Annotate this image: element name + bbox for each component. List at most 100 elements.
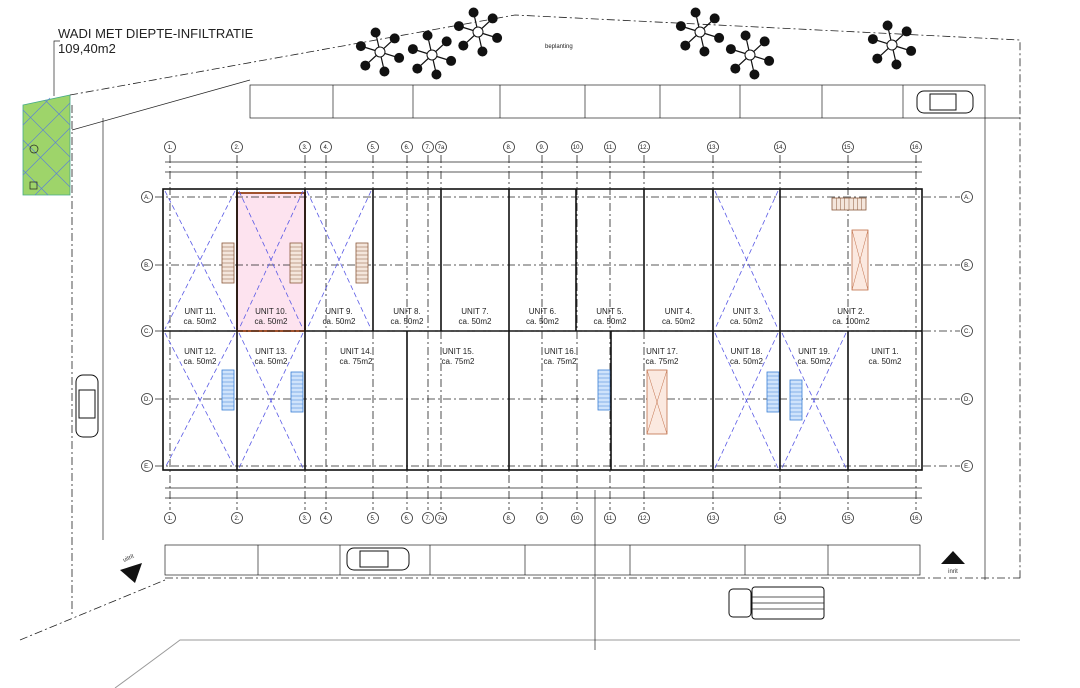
unit-area: ca. 50m2 [730,357,763,366]
unit[interactable]: UNIT 13.ca. 50m2 [236,331,304,470]
grid-column-label: 4. [323,145,328,151]
grid-column-label: 12. [640,516,649,522]
lift-icon [646,369,668,435]
grid-column-label: 7. [425,516,430,522]
grid-column-bubble [910,512,922,524]
stair-icon [789,379,803,421]
unit-name: UNIT 14. [340,347,372,356]
grid-column-bubble [604,141,616,153]
grid-column-label: 8. [506,145,511,151]
tree-icon [407,30,457,80]
unit-name: UNIT 15. [442,347,474,356]
grid-column-label: 6. [404,516,409,522]
unit-name: UNIT 5. [596,307,623,316]
unit-area: ca. 50m2 [391,317,424,326]
unit-name: UNIT 6. [529,307,556,316]
unit[interactable]: UNIT 16.ca. 75m2 [508,331,577,470]
unit[interactable]: UNIT 11.ca. 50m2 [164,190,236,330]
entrance-label: inrit [948,569,958,575]
grid-row-label: D. [964,397,970,403]
grid-column-bubble [435,141,447,153]
grid-column-bubble [422,512,434,524]
grid-column-bubble [571,141,583,153]
unit-area: ca. 75m2 [442,357,475,366]
truck-icon [728,586,825,620]
unit-name: UNIT 13. [255,347,287,356]
unit-area: ca. 75m2 [340,357,373,366]
grid-column-label: 16. [912,145,921,151]
unit-area: ca. 50m2 [594,317,627,326]
grid-column-label: 16. [912,516,921,522]
wadi-leader-line [53,40,60,96]
unit[interactable]: UNIT 4.ca. 50m2 [643,189,696,331]
grid-column-label: 8. [506,516,511,522]
unit-name: UNIT 18. [731,347,763,356]
unit[interactable]: UNIT 1.ca. 50m2 [847,331,902,470]
grid-column-bubble [536,141,548,153]
stair-icon [597,369,611,411]
grid-column-bubble [571,512,583,524]
grid-column-label: 1. [167,516,172,522]
unit[interactable]: UNIT 7.ca. 50m2 [440,189,492,331]
grid-column-bubble [367,141,379,153]
grid-column-bubble [910,141,922,153]
grid-column-label: 15. [844,145,853,151]
grid-row-label: A. [964,195,970,201]
unit-area: ca. 50m2 [255,357,288,366]
grid-column-bubble [231,512,243,524]
unit[interactable]: UNIT 6.ca. 50m2 [508,189,560,331]
unit-area: ca. 50m2 [459,317,492,326]
unit[interactable]: UNIT 2.ca. 100m2 [779,189,870,331]
exit-label: uitrit [122,553,135,563]
grid-column-label: 1. [167,145,172,151]
grid-column-label: 11. [606,516,614,522]
grid-column-bubble [503,512,515,524]
grid-column-bubble [401,512,413,524]
unit[interactable]: UNIT 18.ca. 50m2 [712,331,779,470]
unit-area: ca. 75m2 [646,357,679,366]
unit[interactable]: UNIT 3.ca. 50m2 [712,189,779,331]
unit[interactable]: UNIT 12.ca. 50m2 [164,332,236,469]
road-edge [114,639,1020,688]
car-icon [916,90,974,114]
grid-column-bubble [842,512,854,524]
grid-column-label: 3. [302,516,307,522]
unit-name: UNIT 17. [646,347,678,356]
grid-column-bubble [422,141,434,153]
grid-column-label: 6. [404,145,409,151]
grid-column-bubble [435,512,447,524]
grid-column-label: 9. [539,516,544,522]
grid-column-label: 12. [640,145,649,151]
unit[interactable]: UNIT 17.ca. 75m2 [610,331,679,470]
unit-name: UNIT 12. [184,347,216,356]
well-icon [29,144,39,154]
grid-column-bubble [536,512,548,524]
unit[interactable]: UNIT 15.ca. 75m2 [406,331,475,470]
unit[interactable]: UNIT 5.ca. 50m2 [575,189,627,331]
grid-column-label: 9. [539,145,544,151]
building [162,188,923,471]
grid-column-bubble [638,512,650,524]
grid-row-label: C. [144,329,150,335]
unit[interactable]: UNIT 9.ca. 50m2 [304,189,372,331]
stairs-and-lifts [221,197,869,435]
unit-area: ca. 50m2 [323,317,356,326]
grid-column-label: 5. [370,516,375,522]
grid-column-bubble [842,141,854,153]
car-icon [346,547,410,571]
exit-arrow-icon [120,563,142,583]
unit-name: UNIT 9. [325,307,352,316]
unit[interactable]: UNIT 19.ca. 50m2 [779,331,847,470]
grid-row-bubble [141,460,153,472]
grid-column-label: 7a [438,145,445,151]
unit[interactable]: UNIT 8.ca. 50m2 [372,189,424,331]
unit[interactable]: UNIT 14.ca. 75m2 [304,331,373,470]
unit-area: ca. 50m2 [184,317,217,326]
unit[interactable]: UNIT 10.ca. 50m2 [236,189,304,331]
grid-row-label: C. [964,329,970,335]
grid-column-bubble [231,141,243,153]
grid-row-bubble [961,393,973,405]
tree-icon [867,20,917,70]
